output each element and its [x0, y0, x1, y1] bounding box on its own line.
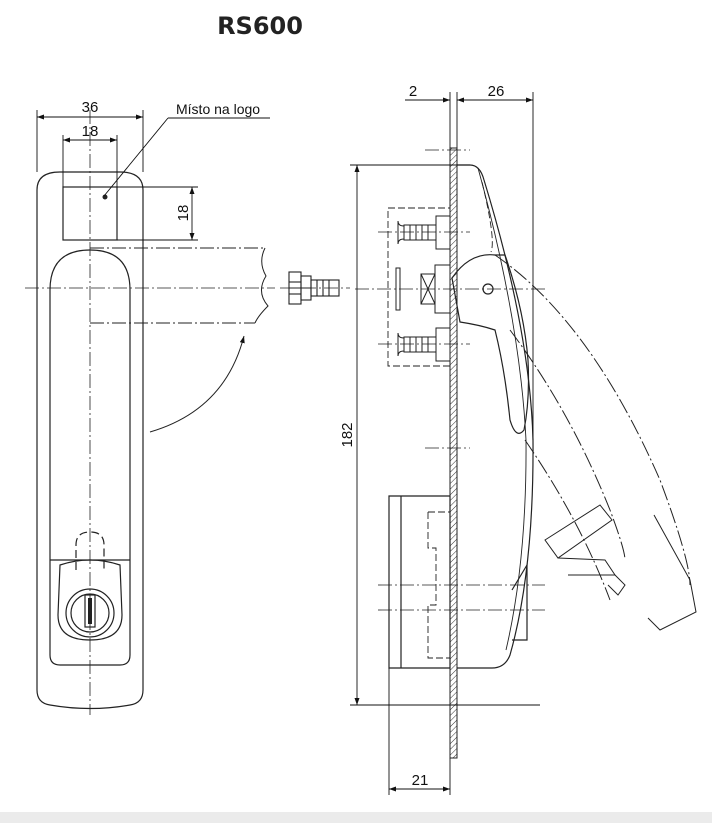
dim-logo-height-label: 18 — [175, 205, 192, 222]
rotation-arrow-icon — [149, 335, 245, 433]
dim-logo-height — [117, 186, 198, 241]
logo-note: Místo na logo — [176, 101, 260, 117]
mounting-panel — [449, 147, 458, 759]
handle-outline — [36, 171, 144, 710]
screw-bottom-icon — [397, 327, 451, 362]
dim-height — [350, 164, 540, 706]
handle-phantom-end — [544, 504, 697, 631]
dim-base — [388, 668, 451, 795]
dim-logo-width-label: 18 — [82, 123, 99, 140]
front-centerlines — [25, 110, 275, 715]
dim-top — [405, 92, 534, 440]
dim-logo-width — [62, 135, 118, 187]
footer-band — [0, 812, 712, 823]
dim-width-overall-label: 36 — [82, 99, 99, 116]
lever — [451, 254, 530, 434]
lock-housing — [57, 559, 123, 641]
handle-phantom-open — [494, 254, 691, 601]
page-title: RS600 — [217, 12, 303, 40]
dim-width-overall — [36, 110, 144, 172]
side-centerlines — [355, 149, 545, 611]
dim-depth-label: 26 — [488, 83, 505, 100]
dim-base-depth-label: 21 — [412, 772, 429, 789]
handle-extension — [90, 247, 265, 324]
dim-panel-thickness-label: 2 — [409, 83, 417, 100]
dim-height-label: 182 — [339, 422, 356, 447]
screw-top-icon — [397, 215, 451, 250]
lever-slot — [49, 249, 131, 666]
